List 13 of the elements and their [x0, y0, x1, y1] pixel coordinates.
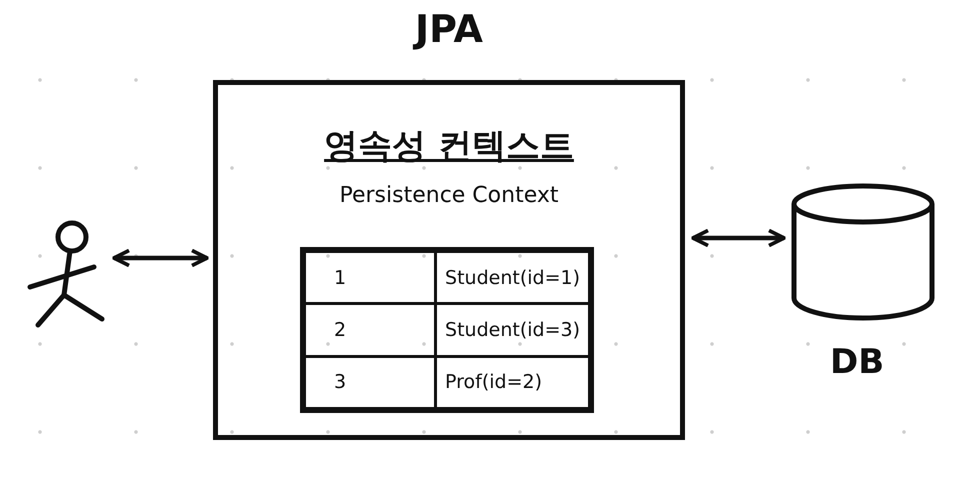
double-arrow — [112, 248, 209, 268]
double-arrow — [691, 228, 786, 248]
table-cell: Student(id=3) — [436, 304, 590, 356]
context-title: 영속성 컨텍스트 — [323, 125, 575, 168]
cylinder-label: DB — [830, 342, 884, 382]
table-cell: 3 — [304, 356, 436, 408]
box-heading: JPA — [218, 7, 680, 51]
table-cell: Prof(id=2) — [436, 356, 590, 408]
context-subtitle: Persistence Context — [338, 183, 560, 208]
table-cell: 2 — [304, 304, 436, 356]
data-table — [300, 247, 594, 413]
table-cell: Student(id=1) — [436, 252, 590, 304]
table-cell: 1 — [304, 252, 436, 304]
